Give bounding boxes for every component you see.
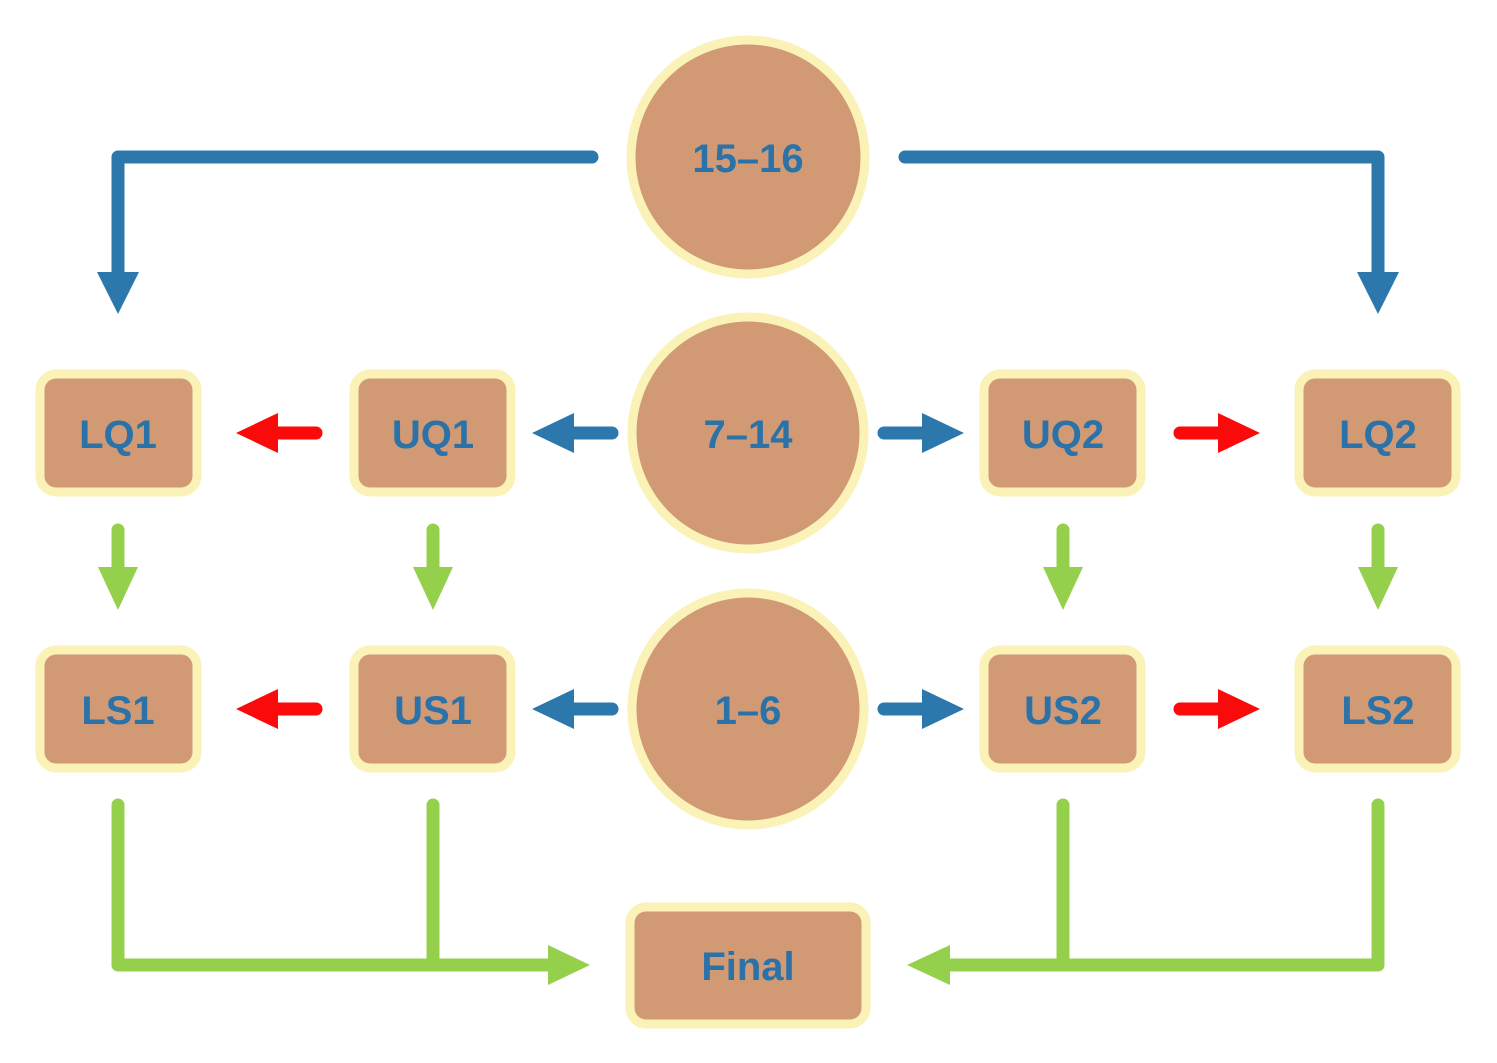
node-final-label: Final	[701, 945, 794, 989]
node-lq1: LQ1	[35, 369, 202, 497]
edge-uq2-to-us2	[1043, 523, 1083, 610]
edge-7-14-to-uq1	[532, 413, 619, 453]
node-ls2-label: LS2	[1341, 689, 1414, 733]
edge-1-6-to-us2	[877, 689, 964, 729]
edge-us2-to-ls2	[1173, 689, 1260, 729]
edge-us1-to-ls1	[236, 689, 323, 729]
node-us2-label: US2	[1024, 689, 1102, 733]
edge-uq2-to-lq2	[1173, 413, 1260, 453]
node-15-16-label: 15–16	[692, 137, 803, 181]
node-final: Final	[625, 902, 871, 1029]
edge-uq1-to-us1	[413, 523, 453, 610]
node-7-14: 7–14	[627, 312, 869, 554]
edge-7-14-to-uq2	[877, 413, 964, 453]
node-lq2-label: LQ2	[1339, 413, 1417, 457]
edge-1-6-to-us1	[532, 689, 619, 729]
node-lq1-label: LQ1	[79, 413, 157, 457]
node-uq2-label: UQ2	[1022, 413, 1104, 457]
node-1-6: 1–6	[627, 588, 869, 830]
node-15-16: 15–16	[626, 35, 870, 279]
edge-lq1-to-ls1	[98, 523, 138, 610]
node-7-14-label: 7–14	[704, 413, 794, 457]
edge-right-to-final	[907, 798, 1385, 985]
edge-15-16-to-lq2	[898, 150, 1399, 314]
node-ls1-label: LS1	[81, 689, 154, 733]
node-uq1-label: UQ1	[392, 413, 474, 457]
edge-left-to-final	[111, 798, 590, 985]
node-us2: US2	[979, 645, 1146, 773]
node-ls2: LS2	[1294, 645, 1461, 773]
node-lq2: LQ2	[1294, 369, 1461, 497]
node-uq2: UQ2	[979, 369, 1146, 497]
edge-15-16-to-lq1	[97, 150, 599, 314]
edge-lq2-to-ls2	[1358, 523, 1398, 610]
node-us1: US1	[349, 645, 516, 773]
edge-uq1-to-lq1	[236, 413, 323, 453]
node-uq1: UQ1	[349, 369, 516, 497]
node-us1-label: US1	[394, 689, 472, 733]
node-1-6-label: 1–6	[715, 689, 782, 733]
node-ls1: LS1	[35, 645, 202, 773]
